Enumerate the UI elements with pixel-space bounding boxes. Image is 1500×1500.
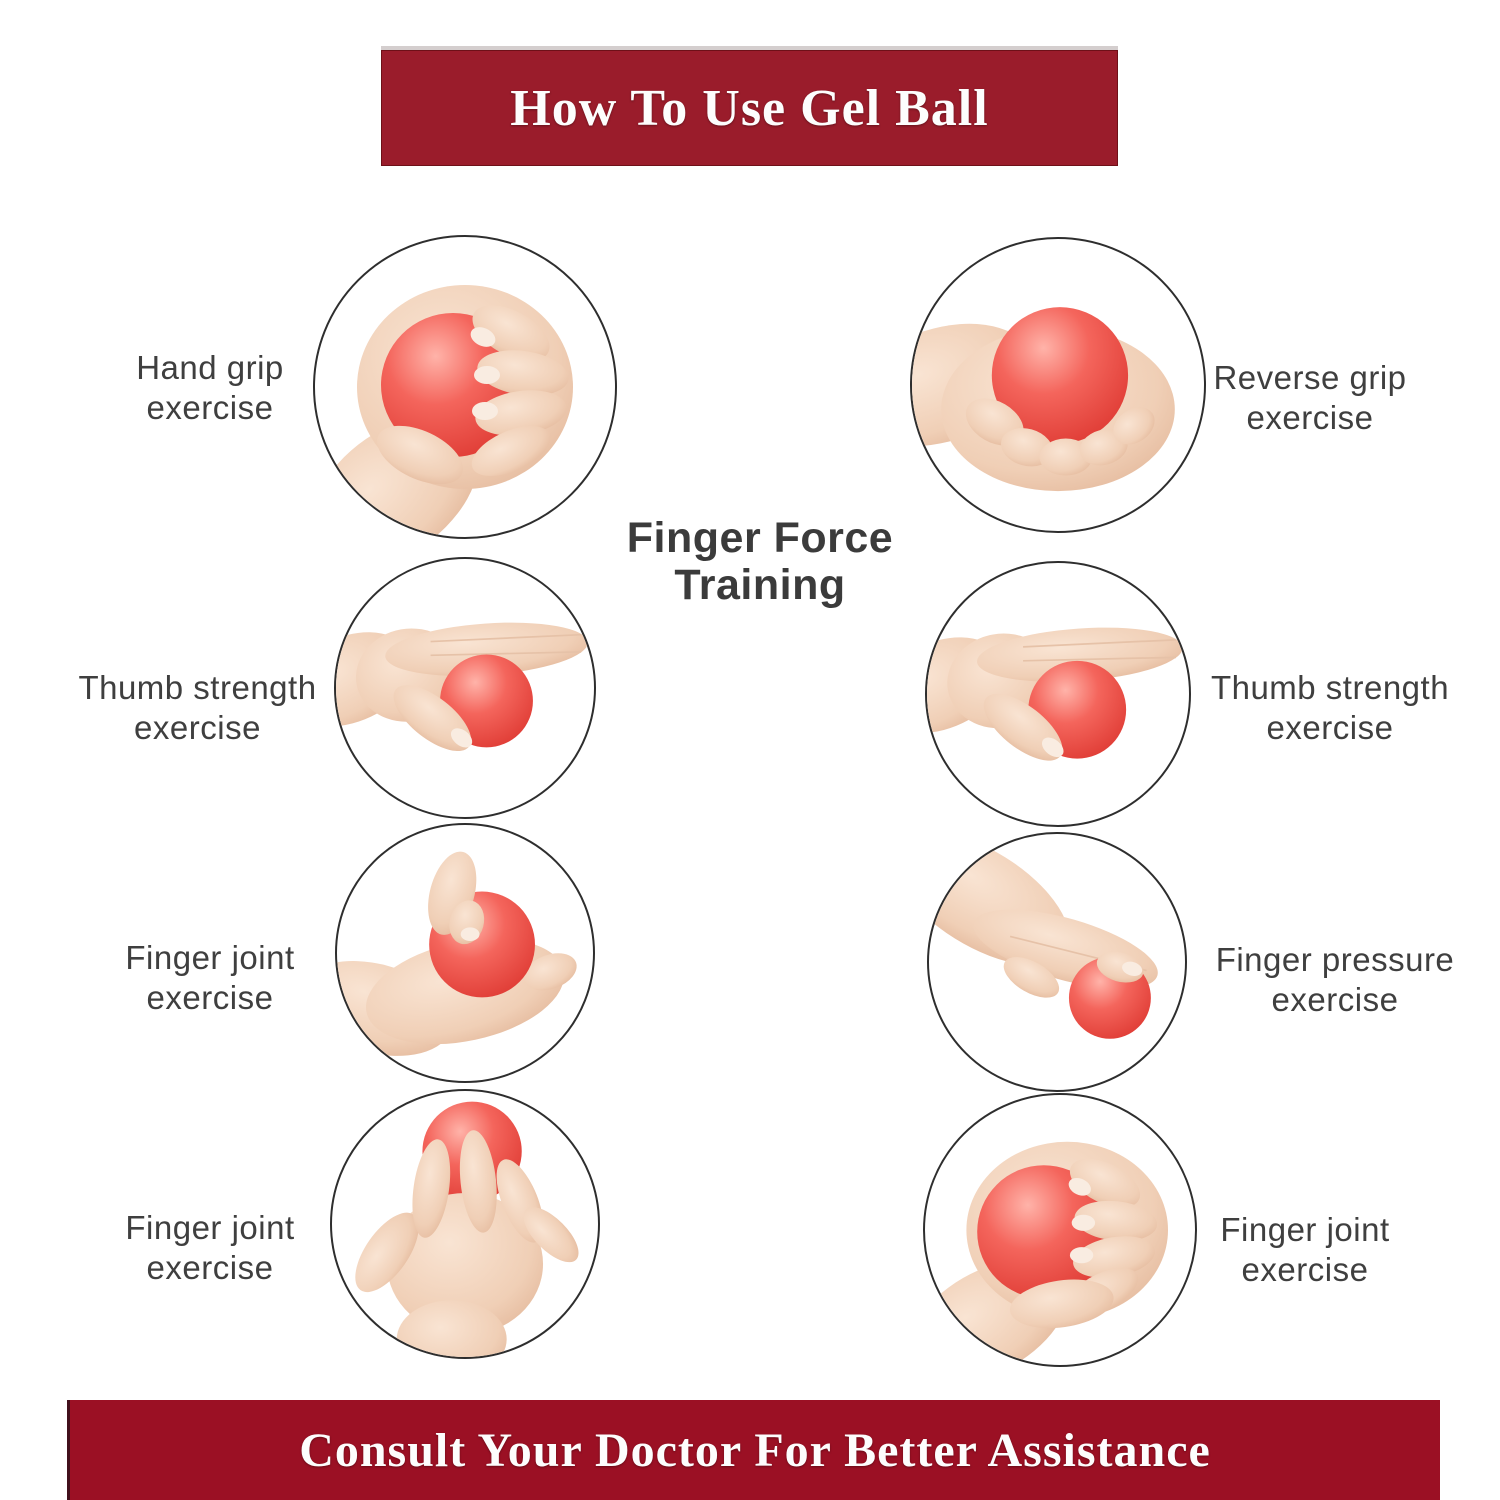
exercise-label-finger-pressure: Finger pressure exercise [1215, 941, 1455, 1019]
center-caption: Finger Force Training [626, 514, 894, 610]
exercise-label-thumb-right: Thumb strength exercise [1210, 669, 1450, 747]
exercise-label-finger-joint-3: Finger joint exercise [1220, 1211, 1390, 1289]
finger-press-ball-illustration [929, 834, 1158, 1039]
exercise-label-finger-joint-2: Finger joint exercise [125, 1209, 295, 1287]
palm-ball-finger-curl-illustration [337, 851, 577, 1056]
photo-hand-grip [313, 235, 617, 539]
thumb-pinch-ball-illustration [336, 622, 588, 751]
footer-banner: Consult Your Doctor For Better Assistanc… [67, 1400, 1440, 1500]
photo-finger-pressure [927, 832, 1187, 1092]
open-palm-hold-ball-illustration [912, 307, 1175, 492]
photo-thumb-strength-left [334, 557, 596, 819]
title-banner: How To Use Gel Ball [381, 50, 1118, 166]
photo-reverse-grip [910, 237, 1206, 533]
photo-finger-joint-fist [923, 1093, 1197, 1367]
footer-text: Consult Your Doctor For Better Assistanc… [299, 1423, 1211, 1477]
page-title: How To Use Gel Ball [510, 79, 989, 137]
hand-grip-ball-illustration [315, 285, 573, 537]
exercise-label-thumb-left: Thumb strength exercise [78, 669, 317, 747]
spread-hand-ball-illustration [355, 1101, 579, 1357]
exercise-label-reverse-grip: Reverse grip exercise [1213, 359, 1407, 437]
thumb-pinch-ball-illustration [927, 627, 1183, 761]
exercise-label-hand-grip: Hand grip exercise [136, 349, 284, 427]
photo-thumb-strength-right [925, 561, 1191, 827]
exercise-label-finger-joint-1: Finger joint exercise [125, 939, 295, 1017]
photo-finger-joint-spread [330, 1089, 600, 1359]
fist-squeeze-ball-illustration [925, 1141, 1168, 1365]
photo-finger-joint-palm [335, 823, 595, 1083]
